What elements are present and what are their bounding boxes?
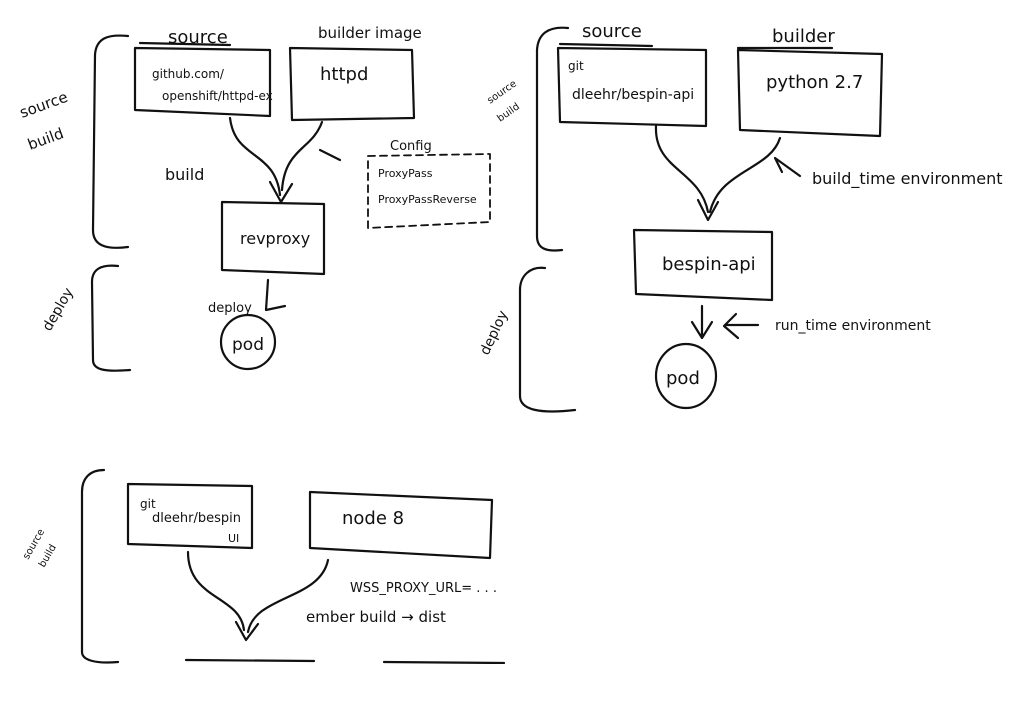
arrow-head-1 <box>696 198 720 222</box>
source-box-line1: github.com/ <box>152 67 225 81</box>
deploy-bracket <box>90 264 132 372</box>
deploy-label: deploy <box>208 301 252 316</box>
deploy-arrow <box>690 304 714 340</box>
deploy-bracket-label: deploy <box>40 285 77 334</box>
output-box-label: bespin-api <box>662 254 756 275</box>
source-box-line1: dleehr/bespin <box>152 511 241 526</box>
config-title: Config <box>390 139 432 154</box>
source-build-label-line2: build <box>25 124 66 154</box>
source-box <box>556 46 708 128</box>
output-box-edge <box>184 658 506 665</box>
output-box-label: revproxy <box>240 229 310 248</box>
source-build-bracket <box>91 34 130 249</box>
source-box-line2: openshift/httpd-ex <box>162 89 273 103</box>
pod-circle <box>654 342 718 410</box>
builder-to-output-arrow <box>246 558 330 634</box>
builder-header: builder image <box>318 24 422 42</box>
builder-box-label: python 2.7 <box>766 72 863 93</box>
runtime-env-arrow <box>722 312 760 340</box>
deploy-bracket <box>518 266 577 413</box>
source-git-prefix: git <box>140 497 156 511</box>
source-box <box>126 482 254 550</box>
builder-box <box>736 48 884 138</box>
config-item-2: ProxyPassReverse <box>378 193 477 206</box>
pod-circle <box>219 313 277 371</box>
builder-box <box>288 46 416 122</box>
builder-header: builder <box>772 26 835 47</box>
source-box <box>133 46 272 118</box>
build-label: build <box>165 165 204 184</box>
source-build-label-line1: source <box>17 88 70 122</box>
deploy-bracket-label: deploy <box>477 308 511 357</box>
source-build-label-line2: build <box>495 101 521 124</box>
source-to-output-arrow <box>228 116 282 197</box>
source-build-label-line2: build <box>37 543 59 570</box>
builder-box-label: node 8 <box>342 508 404 529</box>
runtime-env-label: run_time environment <box>775 318 931 334</box>
deploy-arrow <box>264 278 287 312</box>
builder-box <box>308 490 494 560</box>
source-box-label: dleehr/bespin-api <box>572 87 694 103</box>
pod-label: pod <box>666 368 700 389</box>
source-to-output-arrow <box>186 550 246 632</box>
build-label: ember build → dist <box>306 608 446 626</box>
arrow-head <box>234 620 260 642</box>
diagram-bespin-api: source build deploy source builder git d… <box>477 21 1002 413</box>
diagram-bespin-ui: source build git dleehr/bespin UI node 8… <box>21 468 506 665</box>
source-build-bracket <box>535 26 570 252</box>
config-arrow <box>318 148 342 162</box>
builder-to-output-arrow <box>280 120 324 192</box>
diagram-httpd-revproxy: source build deploy source builder image… <box>17 24 491 372</box>
builder-box-label: httpd <box>320 64 368 85</box>
config-box <box>367 153 491 229</box>
source-to-output-arrow <box>654 124 710 214</box>
builder-to-output-arrow <box>708 136 782 214</box>
source-header: source <box>582 21 642 42</box>
pod-label: pod <box>232 335 264 355</box>
source-build-bracket <box>80 468 120 664</box>
env-label: WSS_PROXY_URL= . . . <box>350 581 497 596</box>
source-header: source <box>168 27 228 48</box>
config-item-1: ProxyPass <box>378 167 433 180</box>
source-box-line2: UI <box>228 532 239 545</box>
output-box <box>632 228 774 302</box>
arrow-head-1 <box>268 180 294 204</box>
source-git-prefix: git <box>568 59 584 73</box>
output-box <box>220 200 326 276</box>
source-header-underline <box>558 42 654 48</box>
build-env-label: build_time environment <box>812 169 1002 189</box>
crop-mask <box>0 664 1024 705</box>
source-header-underline <box>138 41 232 47</box>
build-env-arrow <box>773 156 802 178</box>
